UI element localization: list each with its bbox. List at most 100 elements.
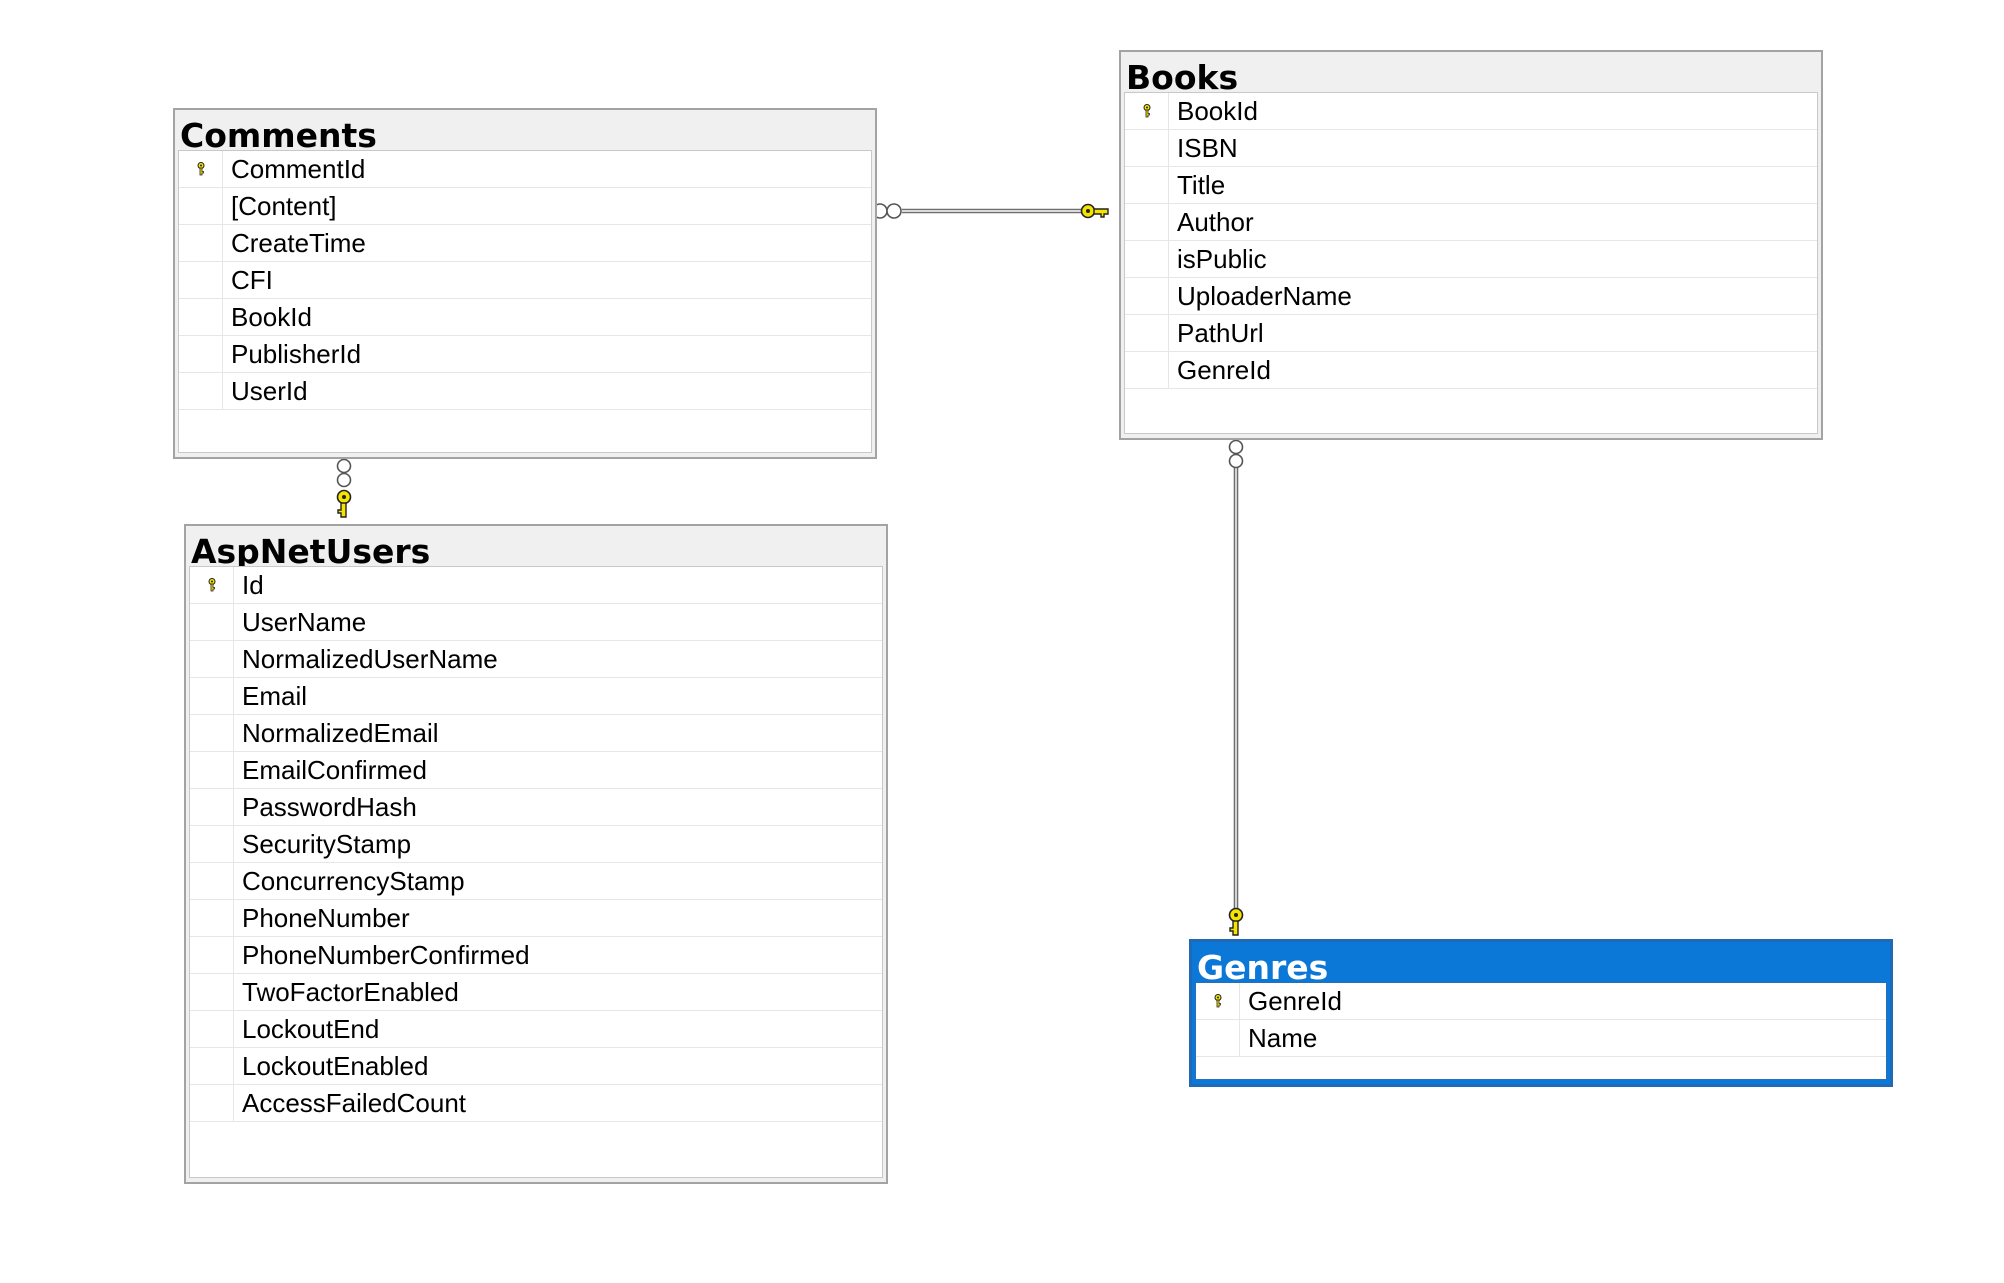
column-row[interactable]: TwoFactorEnabled <box>190 974 882 1011</box>
column-row[interactable]: LockoutEnabled <box>190 1048 882 1085</box>
table-title: Genres <box>1197 948 1329 982</box>
table-title: AspNetUsers <box>191 532 431 566</box>
infinity-end-icon <box>1228 439 1244 455</box>
column-row[interactable]: CreateTime <box>179 225 871 262</box>
column-row[interactable]: Email <box>190 678 882 715</box>
column-name: Id <box>242 570 264 600</box>
column-row[interactable]: UploaderName <box>1125 278 1817 315</box>
column-row[interactable]: AccessFailedCount <box>190 1085 882 1122</box>
row-selector <box>179 262 223 298</box>
primary-key-icon <box>190 567 234 603</box>
row-selector <box>179 299 223 335</box>
column-row[interactable]: SecurityStamp <box>190 826 882 863</box>
row-selector <box>179 188 223 224</box>
column-row[interactable]: EmailConfirmed <box>190 752 882 789</box>
row-selector <box>190 715 234 751</box>
row-selector <box>1125 204 1169 240</box>
row-selector <box>1196 1020 1240 1056</box>
column-row[interactable]: [Content] <box>179 188 871 225</box>
column-row[interactable]: ConcurrencyStamp <box>190 863 882 900</box>
row-selector <box>190 752 234 788</box>
column-name: PublisherId <box>231 339 362 369</box>
column-row[interactable]: isPublic <box>1125 241 1817 278</box>
column-row[interactable]: PhoneNumberConfirmed <box>190 937 882 974</box>
row-selector <box>190 937 234 973</box>
row-selector <box>1125 315 1169 351</box>
column-row[interactable]: PublisherId <box>179 336 871 373</box>
row-selector <box>190 678 234 714</box>
table-title: Comments <box>180 116 377 150</box>
column-row[interactable]: UserId <box>179 373 871 410</box>
column-row[interactable]: CFI <box>179 262 871 299</box>
table-title: Books <box>1126 58 1239 92</box>
infinity-end-icon <box>336 458 352 474</box>
column-row[interactable]: NormalizedEmail <box>190 715 882 752</box>
column-name: NormalizedUserName <box>242 644 498 674</box>
row-selector <box>190 826 234 862</box>
column-name: Title <box>1177 170 1226 200</box>
column-name: CommentId <box>231 154 366 184</box>
column-name: PhoneNumber <box>242 903 410 933</box>
column-row[interactable]: PathUrl <box>1125 315 1817 352</box>
rel-comments-aspnetusers[interactable] <box>336 458 352 518</box>
column-row[interactable]: Title <box>1125 167 1817 204</box>
rel-comments-books[interactable] <box>872 203 1109 219</box>
column-name: GenreId <box>1177 355 1271 385</box>
column-row[interactable]: BookId <box>1125 93 1817 130</box>
row-selector <box>190 1085 234 1121</box>
column-name: GenreId <box>1248 986 1342 1016</box>
row-selector <box>190 604 234 640</box>
column-name: UserId <box>231 376 308 406</box>
column-name: PasswordHash <box>242 792 417 822</box>
column-row[interactable]: Author <box>1125 204 1817 241</box>
column-row[interactable]: PasswordHash <box>190 789 882 826</box>
row-selector <box>179 336 223 372</box>
row-selector <box>190 974 234 1010</box>
primary-key-icon <box>1196 983 1240 1019</box>
column-row[interactable]: BookId <box>179 299 871 336</box>
column-name: PhoneNumberConfirmed <box>242 940 530 970</box>
column-row[interactable]: NormalizedUserName <box>190 641 882 678</box>
column-row[interactable]: GenreId <box>1125 352 1817 389</box>
column-row[interactable]: UserName <box>190 604 882 641</box>
key-end-icon <box>336 489 352 518</box>
row-selector <box>190 1048 234 1084</box>
row-selector <box>1125 130 1169 166</box>
column-row[interactable]: CommentId <box>179 151 871 188</box>
column-name: Author <box>1177 207 1254 237</box>
column-name: AccessFailedCount <box>242 1088 466 1118</box>
row-selector <box>190 641 234 677</box>
column-row[interactable]: Name <box>1196 1020 1886 1057</box>
column-name: CreateTime <box>231 228 366 258</box>
column-name: EmailConfirmed <box>242 755 427 785</box>
primary-key-icon <box>1125 93 1169 129</box>
column-name: isPublic <box>1177 244 1267 274</box>
column-name: BookId <box>231 302 312 332</box>
column-name: PathUrl <box>1177 318 1264 348</box>
rel-books-genres[interactable] <box>1228 439 1244 936</box>
row-selector <box>179 225 223 261</box>
column-row[interactable]: ISBN <box>1125 130 1817 167</box>
column-name: LockoutEnabled <box>242 1051 429 1081</box>
column-row[interactable]: Id <box>190 567 882 604</box>
row-selector <box>190 1011 234 1047</box>
row-selector <box>190 900 234 936</box>
primary-key-icon <box>179 151 223 187</box>
column-name: Email <box>242 681 308 711</box>
column-row[interactable]: PhoneNumber <box>190 900 882 937</box>
column-name: SecurityStamp <box>242 829 412 859</box>
column-name: ConcurrencyStamp <box>242 866 465 896</box>
row-selector <box>1125 278 1169 314</box>
column-row[interactable]: LockoutEnd <box>190 1011 882 1048</box>
column-row[interactable]: GenreId <box>1196 983 1886 1020</box>
row-selector <box>190 863 234 899</box>
row-selector <box>1125 167 1169 203</box>
